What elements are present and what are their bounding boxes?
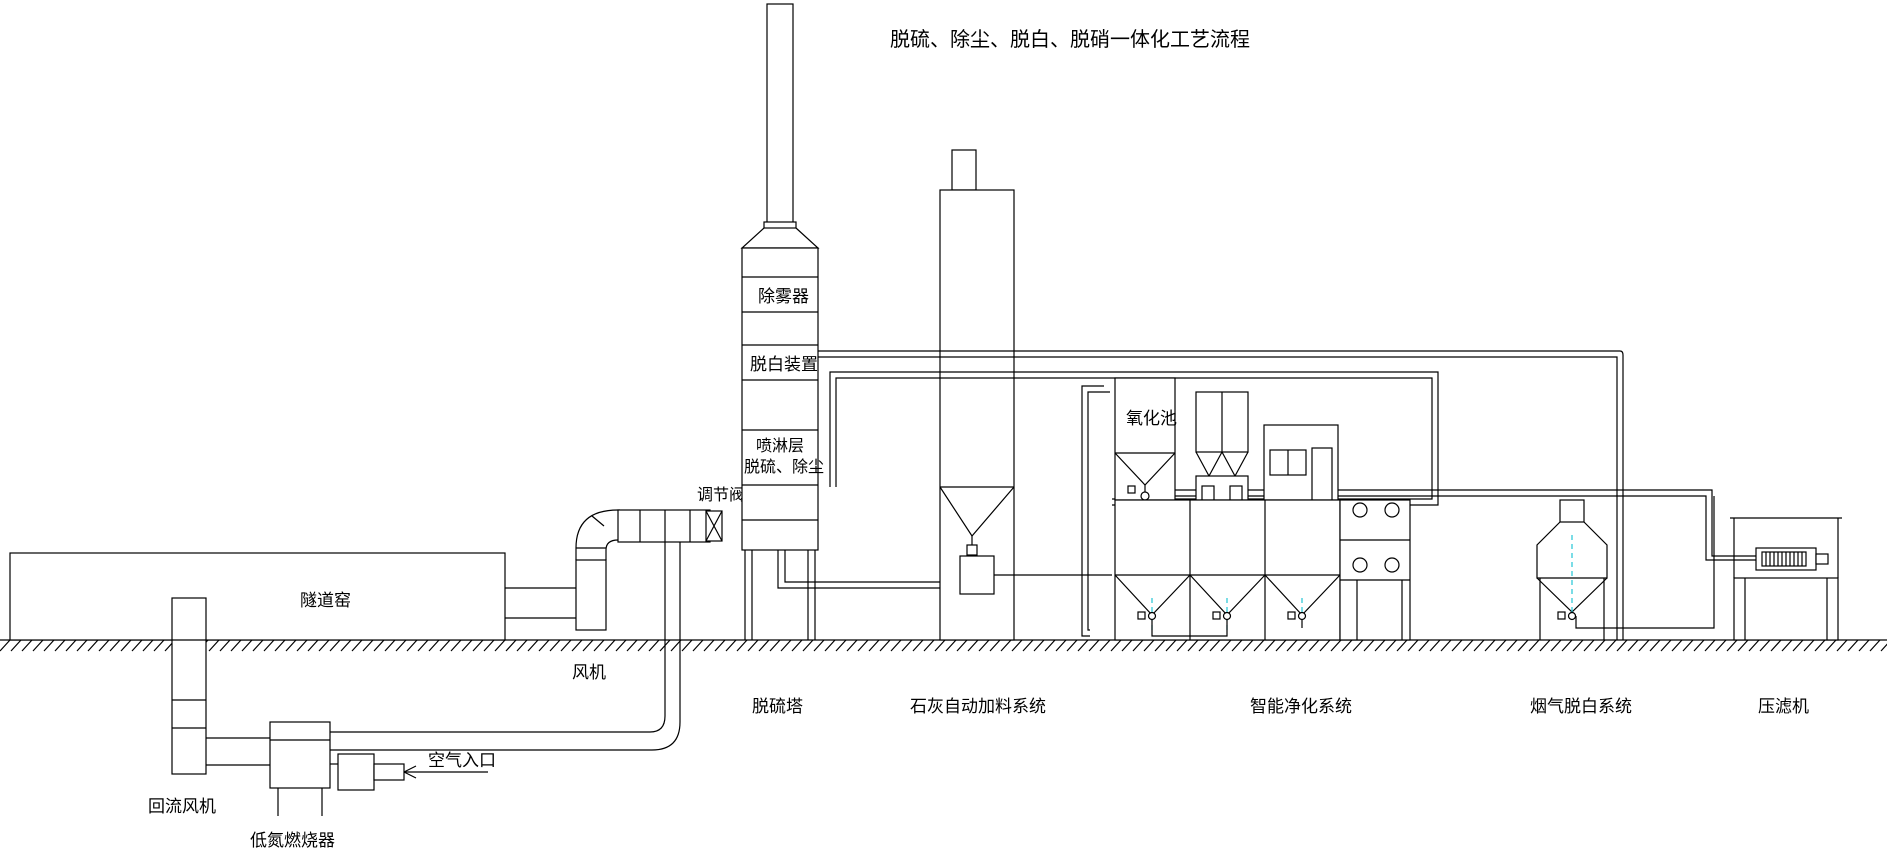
dosing-silos — [1195, 391, 1249, 501]
tunnel-kiln-label: 隧道窑 — [300, 591, 351, 611]
air-inlet-arrow — [403, 765, 488, 779]
spray-layer-sub-label: 脱硫、除尘 — [744, 457, 824, 476]
regulating-valve-label: 调节阀 — [697, 485, 745, 504]
spray-layer-label: 喷淋层 — [756, 436, 804, 455]
return-fan — [171, 597, 270, 775]
filter-press — [1730, 517, 1842, 641]
low-nitrogen-burner — [269, 721, 408, 816]
filter-units — [1339, 499, 1411, 641]
burner-return-duct — [408, 542, 681, 751]
lime-feeding-system-label: 石灰自动加料系统 — [910, 697, 1046, 717]
desulfurization-tower-label: 脱硫塔 — [752, 697, 803, 717]
smart-purification-system-label: 智能净化系统 — [1250, 697, 1352, 717]
filter-press-label: 压滤机 — [1758, 697, 1809, 717]
oxidation-pool — [1114, 377, 1176, 520]
tunnel-kiln: 隧道窑 — [9, 552, 506, 641]
fan-to-tower-duct — [617, 509, 711, 543]
air-inlet-label: 空气入口 — [428, 751, 496, 771]
fan — [575, 509, 620, 631]
purification-tank-valves — [1137, 598, 1307, 637]
flue-gas-whitening-system-label: 烟气脱白系统 — [1530, 697, 1632, 717]
control-cabinet — [1263, 424, 1339, 501]
return-fan-label: 回流风机 — [148, 797, 216, 817]
tower-slurry-pipe — [777, 550, 940, 589]
low-nitrogen-burner-label: 低氮燃烧器 — [250, 831, 335, 851]
flue-gas-whitening-unit — [1536, 496, 1715, 640]
oxidation-pool-label: 氧化池 — [1126, 409, 1177, 429]
demister-label: 除雾器 — [758, 287, 809, 307]
whitening-device-label: 脱白装置 — [750, 355, 818, 375]
diagram-title: 脱硫、除尘、脱白、脱硝一体化工艺流程 — [890, 27, 1250, 51]
regulating-valve — [705, 510, 723, 542]
lime-feeding-system — [939, 149, 1112, 641]
kiln-outlet-duct — [505, 587, 578, 619]
ground-line — [0, 639, 1887, 652]
fan-label: 风机 — [572, 663, 606, 683]
desulfurization-tower — [740, 3, 820, 640]
